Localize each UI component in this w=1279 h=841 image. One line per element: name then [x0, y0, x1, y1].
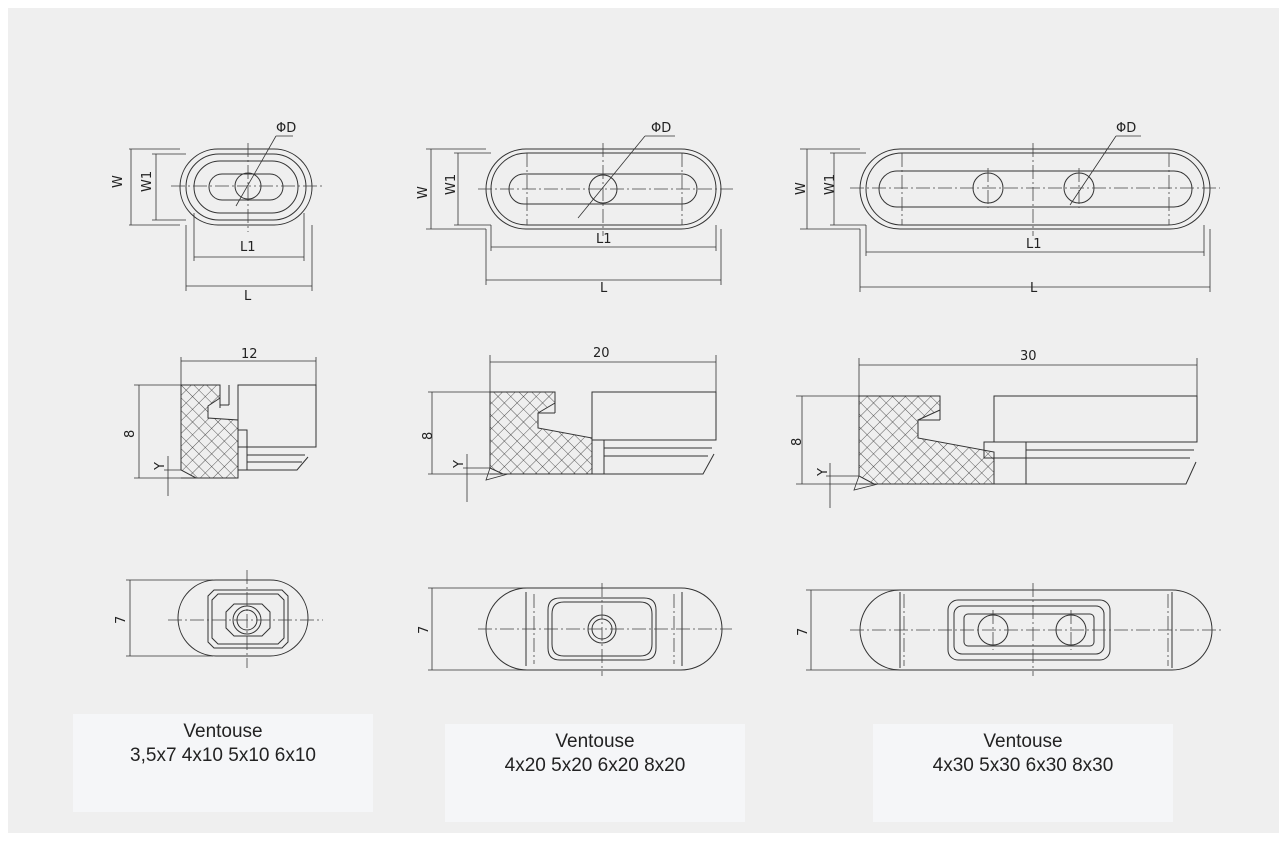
inner-length-label: L1	[596, 232, 612, 247]
caption-sizes: 3,5x7 4x10 5x10 6x10	[130, 745, 316, 766]
height-dimension: 8	[123, 430, 138, 438]
height-dimension: 8	[421, 432, 436, 440]
length-dimension: 20	[593, 346, 610, 361]
base-height-dimension: 7	[114, 616, 129, 624]
inner-width-label: W1	[444, 174, 459, 195]
section-view-medium: 20 8 Y	[421, 346, 717, 502]
caption-title: Ventouse	[183, 721, 263, 742]
inner-length-label: L1	[240, 240, 256, 255]
caption-medium: Ventouse 4x20 5x20 6x20 8x20	[445, 724, 745, 822]
section-view-large: 30 8 Y	[790, 349, 1198, 508]
bottom-view-small: 7	[114, 570, 323, 668]
caption-small: Ventouse 3,5x7 4x10 5x10 6x10	[73, 714, 373, 812]
top-view-medium: ΦD W W1 L1 L	[416, 121, 733, 296]
caption-large: Ventouse 4x30 5x30 6x30 8x30	[873, 724, 1173, 822]
base-height-dimension: 7	[796, 628, 811, 636]
section-view-small: 12 8 Y	[123, 347, 317, 496]
top-view-large: ΦD W W1 L1 L	[794, 121, 1220, 296]
top-view-small: ΦD W W1 L1 L	[111, 121, 324, 304]
lip-label: Y	[153, 462, 168, 471]
base-height-dimension: 7	[417, 626, 432, 634]
diameter-label: ΦD	[276, 121, 296, 136]
length-label: L	[600, 281, 608, 296]
width-label: W	[794, 182, 809, 195]
lip-label: Y	[452, 460, 467, 469]
caption-sizes: 4x20 5x20 6x20 8x20	[504, 755, 686, 776]
width-label: W	[111, 175, 126, 188]
lip-label: Y	[816, 468, 831, 477]
length-label: L	[244, 289, 252, 304]
inner-length-label: L1	[1026, 237, 1042, 252]
length-label: L	[1030, 281, 1038, 296]
width-label: W	[416, 186, 431, 199]
caption-sizes: 4x30 5x30 6x30 8x30	[932, 755, 1114, 776]
length-dimension: 12	[241, 347, 258, 362]
inner-width-label: W1	[140, 171, 155, 192]
height-dimension: 8	[790, 438, 805, 446]
diameter-label: ΦD	[1116, 121, 1136, 136]
length-dimension: 30	[1020, 349, 1037, 364]
bottom-view-medium: 7	[417, 583, 732, 676]
bottom-view-large: 7	[796, 583, 1222, 676]
inner-width-label: W1	[823, 174, 838, 195]
caption-title: Ventouse	[555, 731, 635, 752]
drawing-sheet: ΦD W W1 L1 L	[8, 8, 1279, 833]
diameter-label: ΦD	[651, 121, 671, 136]
caption-title: Ventouse	[983, 731, 1063, 752]
technical-drawing: ΦD W W1 L1 L	[111, 121, 1222, 676]
